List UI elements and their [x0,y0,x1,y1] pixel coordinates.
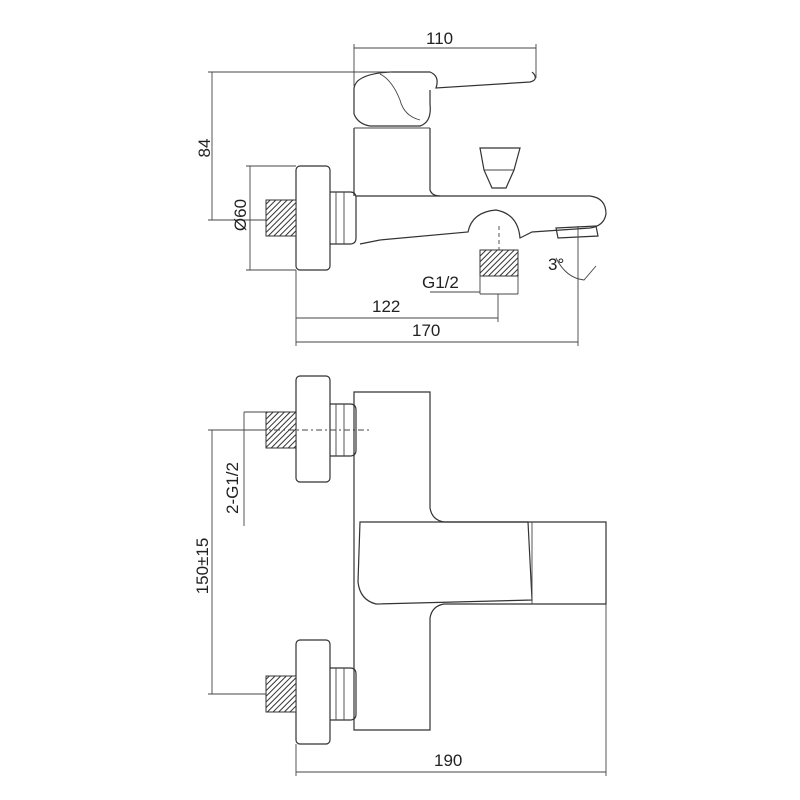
connector-nut [330,191,357,245]
dim-spout-angle: 3° [548,255,564,274]
inlet-thread [265,199,297,237]
spout [356,195,607,245]
dim-diameter: Ø60 [231,199,250,231]
lower-flange [295,639,331,745]
dim-lever-width: 110 [426,29,453,48]
diverter-knob [479,147,521,189]
lever-handle [353,71,536,127]
dim-thread: G1/2 [422,273,459,292]
upper-flange [295,375,331,483]
lower-inlet-thread [265,675,297,713]
lever-front [357,521,533,605]
shower-outlet-nut [479,249,519,277]
dim-height: 84 [195,139,214,158]
aerator [555,225,599,239]
valve-body-front [353,391,607,731]
dim-inlet-thread: 2-G1/2 [223,462,242,514]
dim-total-width: 190 [434,751,462,770]
side-view: 110 84 Ø60 G1/2 3° 122 170 [195,29,607,346]
dim-outlet-distance: 122 [372,297,400,316]
dim-center-distance: 150±15 [193,538,212,595]
wall-flange [295,165,331,271]
front-view: 2-G1/2 150±15 190 [193,375,607,776]
valve-body [353,128,441,197]
dim-total-length: 170 [412,321,440,340]
